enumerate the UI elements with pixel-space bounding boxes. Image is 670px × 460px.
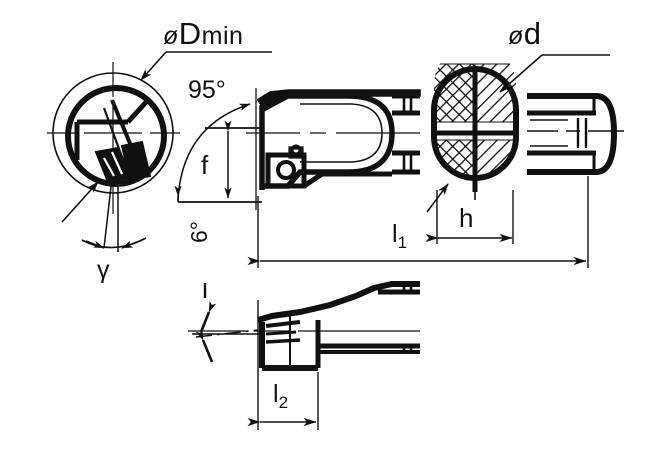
flat-height-label: h <box>459 203 474 233</box>
overall-length-letter: l <box>392 220 398 248</box>
clearance-angle-label: 6° <box>186 221 212 243</box>
l1-dimension-group <box>247 176 589 268</box>
overall-length-subscript: 1 <box>397 233 408 252</box>
insert-face-upper <box>126 98 150 124</box>
gamma-ray-left <box>103 177 113 249</box>
head-length-letter: l <box>273 380 279 408</box>
insert-notch-2 <box>110 151 124 175</box>
diameter-symbol-icon-2: ø <box>508 22 524 50</box>
six-deg-arrow-down <box>195 328 214 363</box>
bore-diameter-qualifier: min <box>201 22 244 50</box>
clamp-screw-circle <box>276 160 296 180</box>
hatch-q2 <box>434 63 476 123</box>
six-deg-arrow-up <box>199 300 217 333</box>
shank-diameter-letter: d <box>523 16 542 51</box>
gamma-arrow-left <box>85 240 105 249</box>
head-length-label: l2 <box>273 380 289 412</box>
head-lower-step <box>302 171 392 189</box>
dmin-leader-arrow <box>140 51 167 81</box>
insert-body-solid <box>120 140 152 182</box>
hatch-q4 <box>434 139 476 180</box>
six-deg-angled-line <box>195 329 259 338</box>
pocket-pin <box>290 144 302 156</box>
rear-end-view-group <box>527 93 624 175</box>
side-view-group <box>246 89 421 190</box>
bottom-top-contour <box>257 281 420 323</box>
centre-height-label: f <box>201 150 209 180</box>
lead-angle-arc <box>177 103 251 201</box>
phid-leader-arrow <box>499 54 543 93</box>
bore-diameter-label: øDmin <box>163 18 243 50</box>
bottom-insert-edge2 <box>265 330 297 336</box>
h-dimension-group <box>425 190 514 244</box>
lead-angle-label: 95° <box>188 76 226 104</box>
lead-angle-group <box>174 88 262 210</box>
rake-angle-label: γ <box>97 256 110 284</box>
shank-diameter-label: ød <box>508 18 542 50</box>
diameter-symbol-icon: ø <box>163 22 179 50</box>
gamma-arrow-right <box>121 239 143 249</box>
insert-leader-arrow <box>61 181 99 223</box>
section-view-group <box>426 54 610 213</box>
bottom-view-group <box>188 281 420 371</box>
bottom-insert-edge3 <box>265 338 301 344</box>
l2-dimension-group <box>247 300 319 430</box>
overall-length-label: l1 <box>392 220 408 252</box>
tool-body-circle <box>65 85 167 187</box>
end-view-group <box>47 51 272 252</box>
bore-diameter-letter: D <box>178 16 202 51</box>
rear-outline <box>527 93 618 175</box>
bottom-insert-edge1 <box>265 320 301 328</box>
insert-notch-1 <box>103 157 115 177</box>
head-length-subscript: 2 <box>278 393 289 412</box>
head-chamfer-upper <box>260 93 290 113</box>
